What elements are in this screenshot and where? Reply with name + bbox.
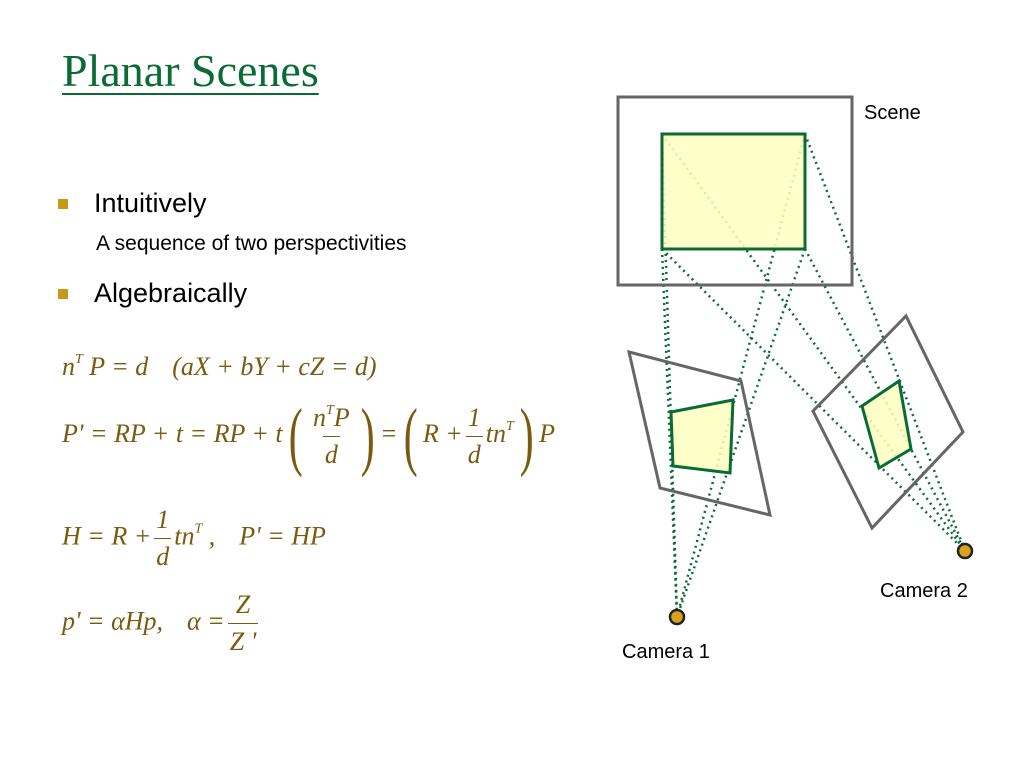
ray (660, 133, 679, 618)
camera2-image-frame (811, 313, 965, 531)
camera1-label: Camera 1 (622, 641, 710, 663)
slide-title: Planar Scenes (62, 45, 319, 96)
camera1-image-frame (626, 349, 772, 518)
bullet-text: Intuitively (94, 188, 207, 218)
ray (660, 248, 679, 618)
bullet-square-icon (58, 198, 68, 209)
bullet-square-icon (58, 288, 68, 299)
camera1-image-plane (669, 398, 735, 475)
camera2-label: Camera 2 (880, 580, 968, 602)
scene-plane (660, 132, 807, 251)
bullet-text: Algebraically (94, 278, 248, 308)
camera2-image-plane (860, 378, 913, 471)
equation-plane: nT P = d(aX + bY + cZ = d) (62, 352, 377, 381)
scene-frame (616, 95, 854, 287)
bullet-intuitively: Intuitively (58, 188, 207, 219)
camera1-center-icon (668, 608, 686, 626)
camera2-center-icon (956, 542, 974, 560)
ray (675, 248, 807, 618)
ray (803, 133, 967, 552)
scene-label: Scene (864, 102, 921, 124)
sub-bullet-text: A sequence of two perspectivities (96, 232, 407, 255)
bullet-algebraically: Algebraically (58, 278, 247, 309)
